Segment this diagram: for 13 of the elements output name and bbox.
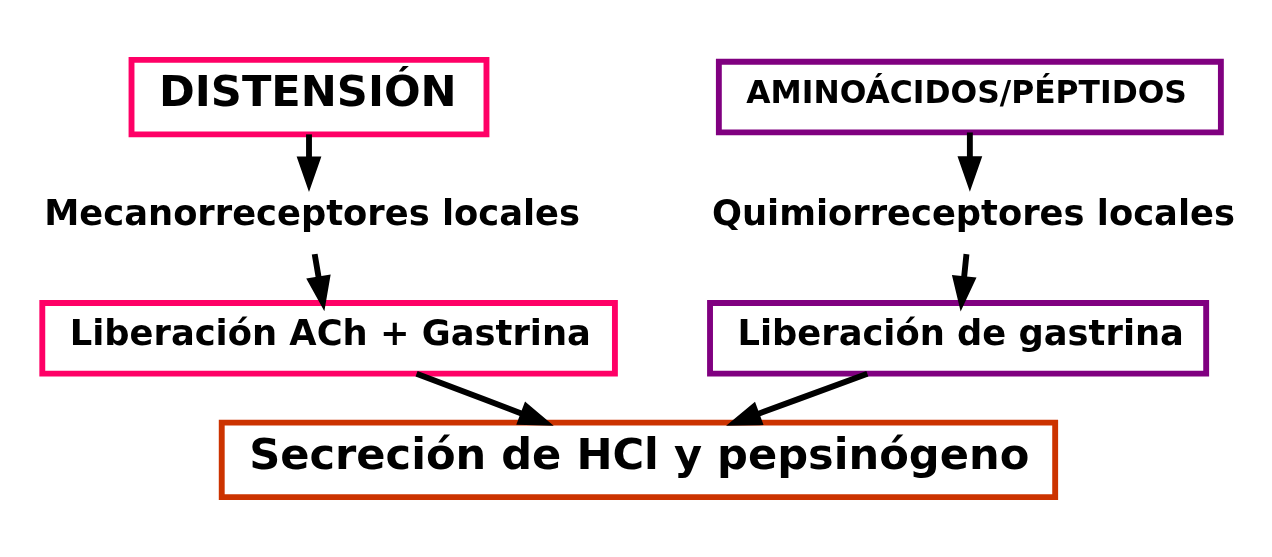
arrow <box>957 132 983 192</box>
node-box: DISTENSIÓN <box>128 56 490 138</box>
arrow <box>726 370 869 426</box>
node-text: Quimiorreceptores locales <box>711 192 1235 234</box>
arrow <box>296 134 322 192</box>
node-box: Liberación ACh + Gastrina <box>39 300 618 377</box>
arrow <box>951 253 977 312</box>
arrow <box>306 253 331 312</box>
node-box: AMINOÁCIDOS/PÉPTIDOS <box>715 58 1224 136</box>
node-box: Liberación de gastrina <box>707 300 1210 377</box>
arrow <box>415 370 554 426</box>
node-text: Mecanorreceptores locales <box>44 192 580 234</box>
node-box: Secreción de HCl y pepsinógeno <box>218 419 1059 501</box>
